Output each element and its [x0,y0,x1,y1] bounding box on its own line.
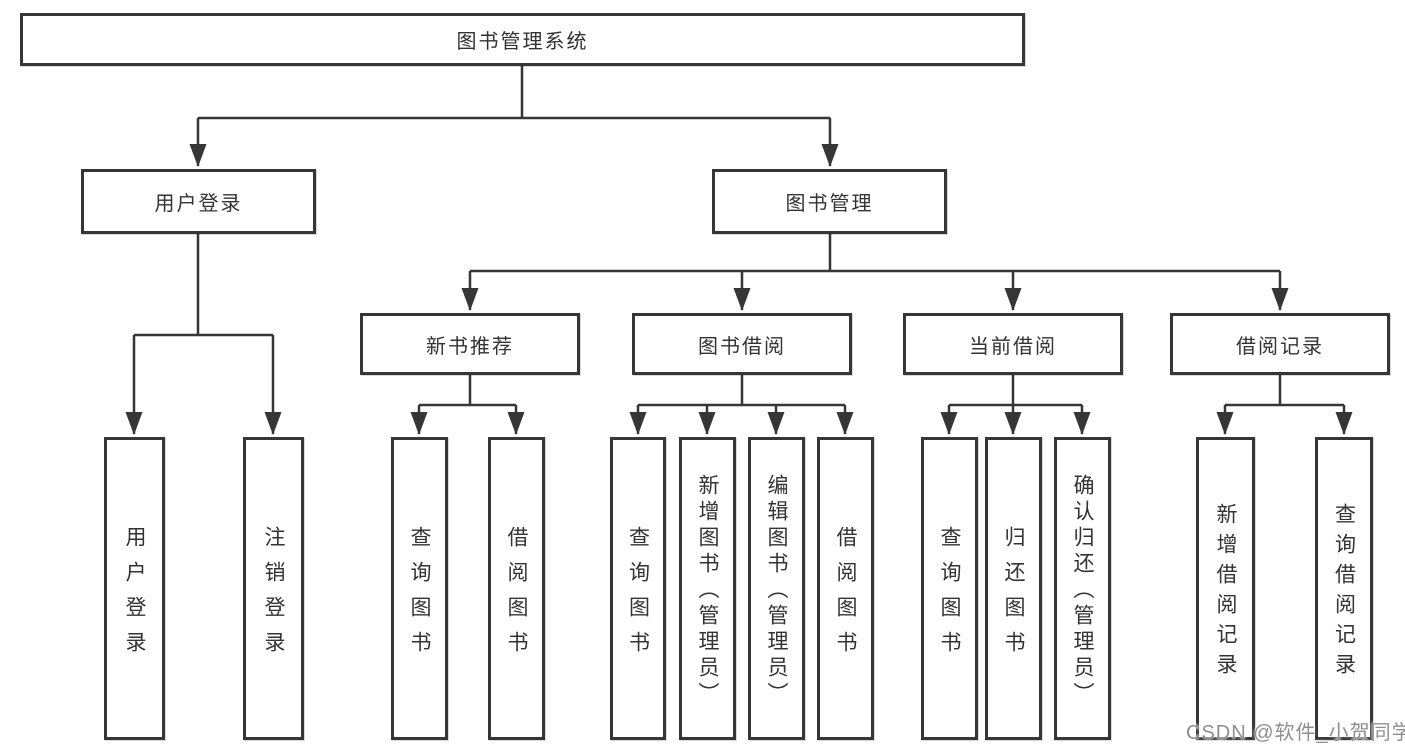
leaf-label: 编辑图书（管理员） [765,474,788,708]
node-system-root: 图书管理系统 [20,13,1025,66]
leaf-borrow-add-books-admin: 新增图书（管理员） [679,437,736,740]
leaf-borrow-borrow-books: 借阅图书 [817,437,874,740]
leaf-label: 查询图书 [408,525,431,666]
node-label: 新书推荐 [426,335,514,358]
leaf-logout: 注销登录 [243,437,304,740]
node-label: 借阅记录 [1236,335,1324,358]
leaf-label: 用户登录 [123,525,146,666]
leaf-records-add-record: 新增借阅记录 [1196,437,1255,740]
leaf-label: 新增图书（管理员） [696,474,719,708]
node-label: 图书管理 [785,193,874,215]
connector-book-management-split [470,234,1280,273]
node-book-borrow: 图书借阅 [632,313,852,375]
leaf-current-return-books: 归还图书 [985,437,1042,740]
connector-book-borrow-split [638,375,845,407]
node-label: 图书管理系统 [456,31,589,53]
connector-root-split [198,66,830,120]
leaf-records-query-record: 查询借阅记录 [1315,437,1373,740]
leaf-recommend-query-books: 查询图书 [391,437,448,740]
leaf-recommend-borrow-books: 借阅图书 [488,437,545,740]
node-borrow-records: 借阅记录 [1170,313,1390,375]
node-current-borrow: 当前借阅 [903,313,1123,375]
node-user-login: 用户登录 [81,169,316,234]
leaf-label: 归还图书 [1002,525,1025,666]
connector-user-login-split [134,234,273,337]
node-label: 图书借阅 [698,335,786,358]
leaf-label: 新增借阅记录 [1214,503,1237,683]
connector-borrow-records-split [1225,375,1344,407]
node-label: 当前借阅 [969,335,1057,358]
leaf-label: 查询图书 [938,525,961,666]
leaf-label: 借阅图书 [834,525,857,666]
leaf-label: 注销登录 [262,525,285,666]
leaf-borrow-query-books: 查询图书 [610,437,666,740]
leaf-label: 查询借阅记录 [1332,503,1356,683]
leaf-user-login: 用户登录 [104,437,165,740]
connector-new-book-split [419,375,516,407]
leaf-label: 借阅图书 [505,525,528,666]
connector-current-borrow-split [949,375,1082,407]
leaf-borrow-edit-books-admin: 编辑图书（管理员） [748,437,805,740]
watermark-text: CSDN @软件_小贺同学 [1186,722,1405,744]
leaf-current-confirm-return-admin: 确认归还（管理员） [1054,437,1111,740]
leaf-label: 查询图书 [626,525,650,666]
leaf-current-query-books: 查询图书 [921,437,978,740]
leaf-label: 确认归还（管理员） [1071,474,1094,708]
node-book-management: 图书管理 [712,169,947,234]
node-label: 用户登录 [154,193,243,215]
node-new-book-recommend: 新书推荐 [360,313,580,375]
